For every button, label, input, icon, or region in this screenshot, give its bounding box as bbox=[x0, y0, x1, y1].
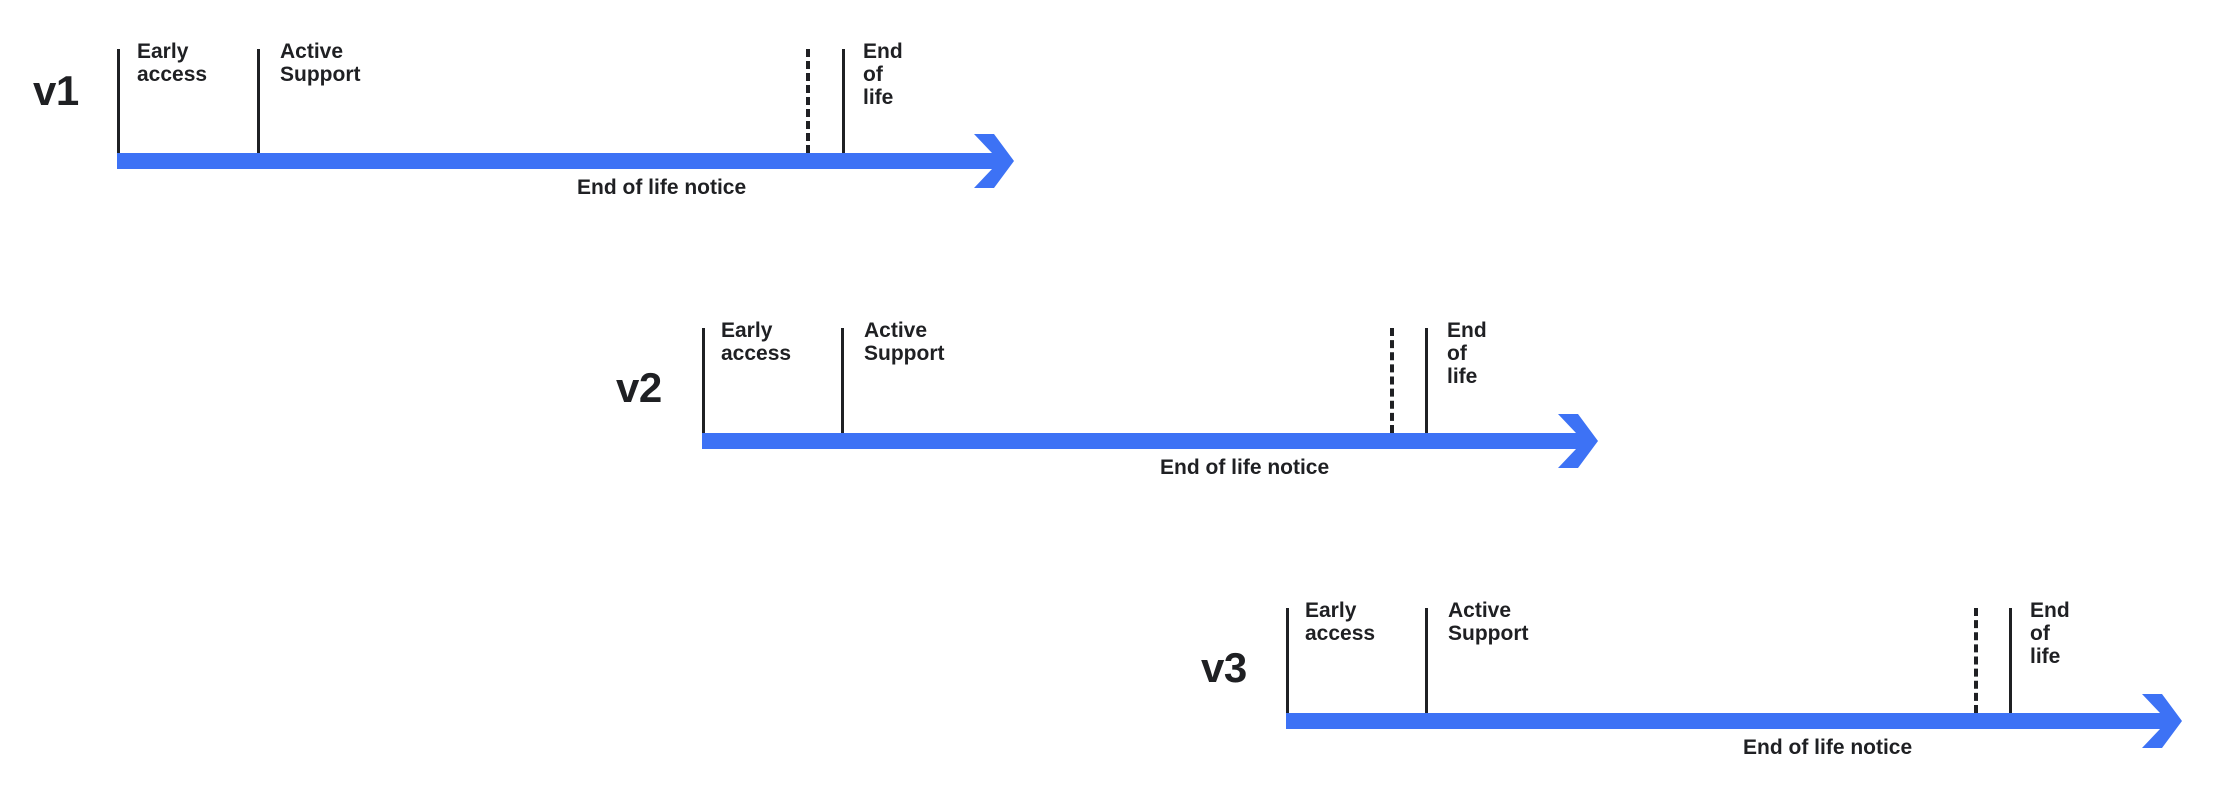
timeline-bar-shaft-v1 bbox=[117, 153, 994, 169]
tick-early-access-end-v3 bbox=[1425, 608, 1428, 713]
tick-early-access-end-v2 bbox=[841, 328, 844, 433]
phase-label-early-access-v3: Early access bbox=[1305, 599, 1376, 645]
phase-label-end-of-life-v2: End of life bbox=[1447, 319, 1487, 388]
tick-start-v2 bbox=[702, 328, 705, 433]
phase-label-early-access-v1: Early access bbox=[137, 40, 208, 86]
tick-early-access-end-v1 bbox=[257, 49, 260, 153]
tick-start-v1 bbox=[117, 49, 120, 153]
tick-end-of-life-notice-v1 bbox=[806, 49, 810, 153]
version-label-v1: v1 bbox=[33, 67, 79, 114]
tick-end-of-life-v1 bbox=[842, 49, 845, 153]
phase-label-early-access-v2: Early access bbox=[721, 319, 792, 365]
tick-end-of-life-v3 bbox=[2009, 608, 2012, 713]
end-of-life-notice-label-v2: End of life notice bbox=[1160, 456, 1330, 479]
tick-start-v3 bbox=[1286, 608, 1289, 713]
end-of-life-notice-label-v3: End of life notice bbox=[1743, 736, 1913, 759]
tick-end-of-life-v2 bbox=[1425, 328, 1428, 433]
phase-label-end-of-life-v1: End of life bbox=[863, 40, 903, 109]
timeline-bar-shaft-v2 bbox=[702, 433, 1578, 449]
version-label-v2: v2 bbox=[616, 364, 662, 411]
timeline-bar-shaft-v3 bbox=[1286, 713, 2162, 729]
phase-label-active-support-v1: Active Support bbox=[280, 40, 361, 86]
phase-label-active-support-v2: Active Support bbox=[864, 319, 945, 365]
end-of-life-notice-label-v1: End of life notice bbox=[577, 176, 747, 199]
tick-end-of-life-notice-v3 bbox=[1974, 608, 1978, 713]
tick-end-of-life-notice-v2 bbox=[1390, 328, 1394, 433]
version-label-v3: v3 bbox=[1201, 644, 1247, 691]
phase-label-active-support-v3: Active Support bbox=[1448, 599, 1529, 645]
phase-label-end-of-life-v3: End of life bbox=[2030, 599, 2070, 668]
